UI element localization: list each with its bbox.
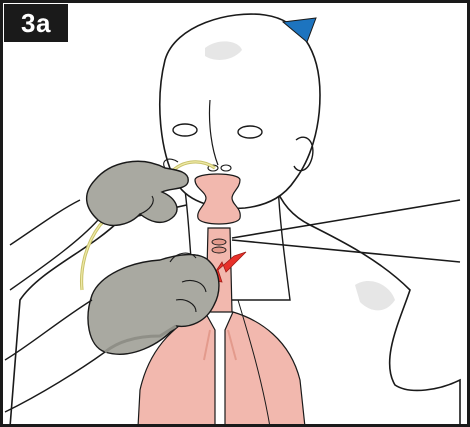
manikin-eye-left [173,124,197,136]
cricoid-detail [212,239,226,245]
cricoid-detail-2 [212,247,226,253]
arm-upper-sleeve-2 [10,200,80,245]
step-label: 3a [4,4,68,42]
nostril-right [221,165,231,171]
manikin-eye-right [238,126,262,138]
glove-upper [87,161,189,225]
